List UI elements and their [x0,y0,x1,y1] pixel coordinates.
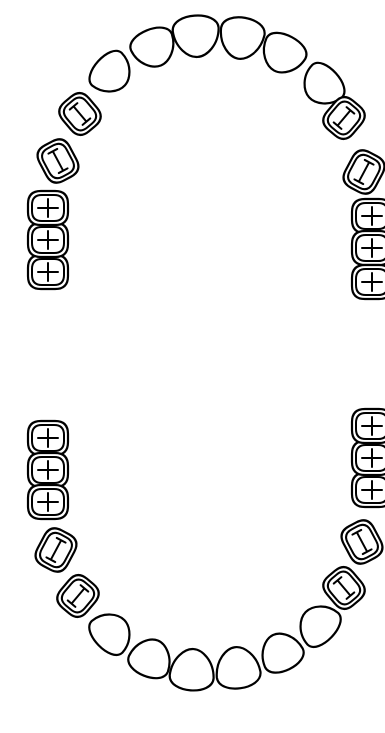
upper-right-premolar-2 [36,138,80,184]
upper-right-molar-3-groove-cross [37,262,59,282]
lower-right-premolar-2-groove [45,536,67,564]
lower-right-canine [88,613,131,656]
upper-left-premolar-1-groove [332,106,356,130]
lower-right-molar-2-occlusal-ring [31,456,65,484]
lower-right-lateral-incisor [127,638,171,680]
upper-right-molar-3 [26,253,70,291]
upper-left-molar-3-groove-cross [361,272,383,292]
upper-left-central-incisor [219,16,266,60]
lower-left-molar-3-groove-cross [361,416,383,436]
lower-left-premolar-1 [322,565,366,611]
upper-right-premolar-1-occlusal-ring [62,96,98,132]
lower-left-premolar-2-occlusal-ring [345,523,379,561]
upper-left-lateral-incisor-outline [262,31,308,74]
upper-left-central-incisor-outline [219,16,266,60]
upper-left-molar-2-occlusal-ring [355,234,385,262]
upper-right-molar-2-groove-cross [37,230,59,250]
upper-right-molar-1-occlusal-ring [31,194,65,222]
lower-left-central-incisor [215,646,262,690]
lower-right-central-incisor [168,647,215,692]
upper-left-molar-3 [350,263,385,301]
lower-right-molar-2 [26,451,70,489]
lower-left-molar-2 [350,439,385,477]
lower-right-premolar-1 [56,573,100,619]
lower-right-premolar-2-occlusal-ring [39,531,73,569]
upper-left-lateral-incisor [262,31,308,74]
upper-arch [26,14,385,301]
lower-right-premolar-1-groove [66,584,90,608]
upper-left-molar-1-groove-cross [361,206,383,226]
lower-arch [26,407,385,692]
lower-right-molar-1-occlusal-ring [31,488,65,516]
lower-right-molar-3-groove-cross [37,428,59,448]
lower-right-premolar-1-occlusal-ring [60,578,96,614]
upper-right-central-incisor-outline [171,14,220,59]
upper-right-central-incisor [171,14,220,59]
upper-right-premolar-2-occlusal-ring [41,142,75,180]
upper-left-molar-1 [350,197,385,235]
lower-left-lateral-incisor [261,632,305,674]
upper-right-premolar-1-groove [68,102,92,126]
upper-right-premolar-2-groove [47,147,69,175]
upper-right-molar-3-occlusal-ring [31,258,65,286]
lower-right-lateral-incisor-outline [127,638,171,680]
upper-right-molar-2 [26,221,70,259]
lower-right-premolar-2 [34,527,78,573]
lower-left-lateral-incisor-outline [261,632,305,674]
upper-left-molar-2-groove-cross [361,238,383,258]
lower-left-central-incisor-outline [215,646,262,690]
lower-left-molar-2-groove-cross [361,448,383,468]
upper-left-premolar-2-groove [353,158,375,186]
lower-right-canine-outline [88,613,131,656]
upper-left-canine-outline [303,61,346,105]
lower-left-premolar-2-groove [351,528,373,556]
lower-right-molar-3-occlusal-ring [31,424,65,452]
upper-right-molar-1-groove-cross [37,198,59,218]
lower-left-molar-3-occlusal-ring [355,412,385,440]
lower-right-molar-2-groove-cross [37,460,59,480]
lower-right-central-incisor-outline [168,647,215,692]
upper-left-molar-1-occlusal-ring [355,202,385,230]
upper-left-canine [303,61,346,105]
lower-left-premolar-2 [340,519,384,565]
lower-left-canine [299,605,342,648]
upper-right-canine [88,49,131,93]
lower-left-molar-1 [350,471,385,509]
lower-right-molar-3 [26,419,70,457]
lower-left-molar-3 [350,407,385,445]
upper-right-lateral-incisor [129,26,175,68]
lower-left-canine-outline [299,605,342,648]
upper-left-premolar-1 [322,95,366,141]
lower-left-premolar-1-occlusal-ring [326,570,362,606]
upper-right-premolar-1 [58,91,102,137]
lower-right-molar-1-groove-cross [37,492,59,512]
upper-left-molar-2 [350,229,385,267]
lower-left-molar-2-occlusal-ring [355,444,385,472]
upper-left-molar-3-occlusal-ring [355,268,385,296]
lower-left-premolar-1-groove [332,576,356,600]
upper-left-premolar-2 [342,149,385,195]
lower-left-molar-1-groove-cross [361,480,383,500]
lower-left-molar-1-occlusal-ring [355,476,385,504]
upper-right-molar-2-occlusal-ring [31,226,65,254]
upper-right-canine-outline [88,49,131,93]
upper-left-premolar-1-occlusal-ring [326,100,362,136]
lower-right-molar-1 [26,483,70,521]
upper-right-lateral-incisor-outline [129,26,175,68]
upper-right-molar-1 [26,189,70,227]
upper-left-premolar-2-occlusal-ring [347,153,381,191]
